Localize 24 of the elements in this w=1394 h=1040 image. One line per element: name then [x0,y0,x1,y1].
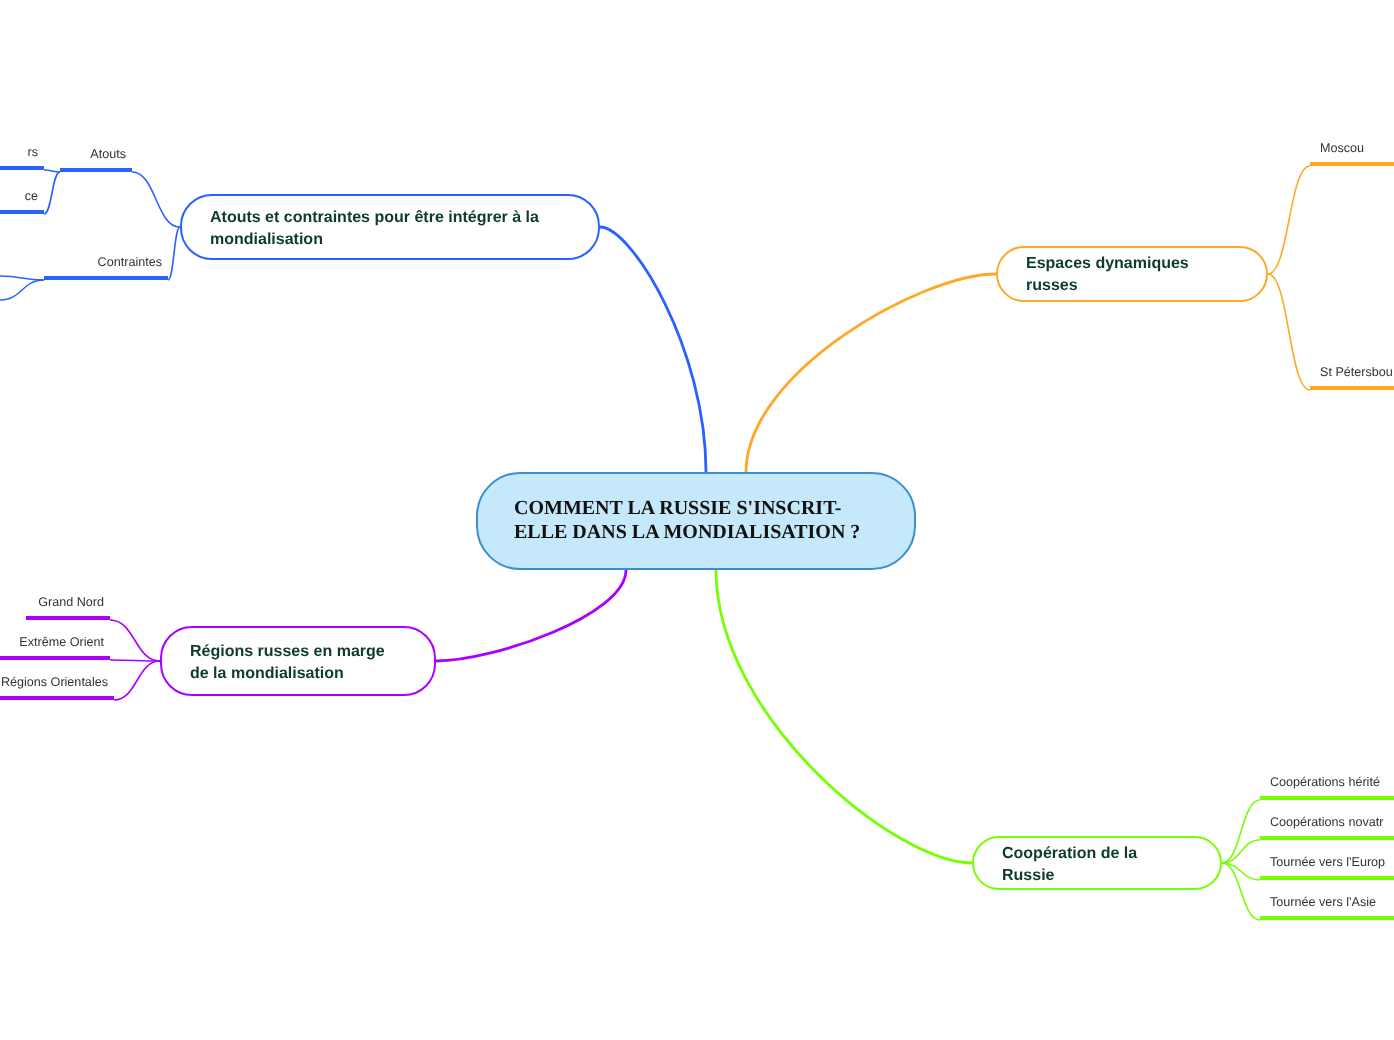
connector-line [0,279,45,301]
connector-line [714,569,973,865]
connector-line [1267,165,1311,275]
connector-line [435,569,628,663]
connector-line [0,275,45,281]
connector-line [43,171,61,215]
connector-line [167,226,181,281]
connector-line [1221,799,1261,864]
connector-line [1221,862,1261,921]
connector-line [1267,273,1311,391]
branch-topic: Coopération de la Russie [972,836,1222,890]
connector-line [113,660,161,701]
connector-line [131,171,181,228]
central-topic: COMMENT LA RUSSIE S'INSCRIT-ELLE DANS LA MONDIALISATION ? [476,472,916,570]
connector-line [1221,862,1261,881]
connector-line [599,225,708,473]
branch-topic: Espaces dynamiques russes [996,246,1268,302]
connector-line [43,169,61,173]
branch-topic: Régions russes en marge de la mondialisation [160,626,436,696]
branch-topic: Atouts et contraintes pour être intégrer à la mondialisation [180,194,600,260]
connector-line [744,272,997,473]
connector-line [109,619,161,662]
connector-line [109,659,161,662]
connector-line [1221,839,1261,864]
